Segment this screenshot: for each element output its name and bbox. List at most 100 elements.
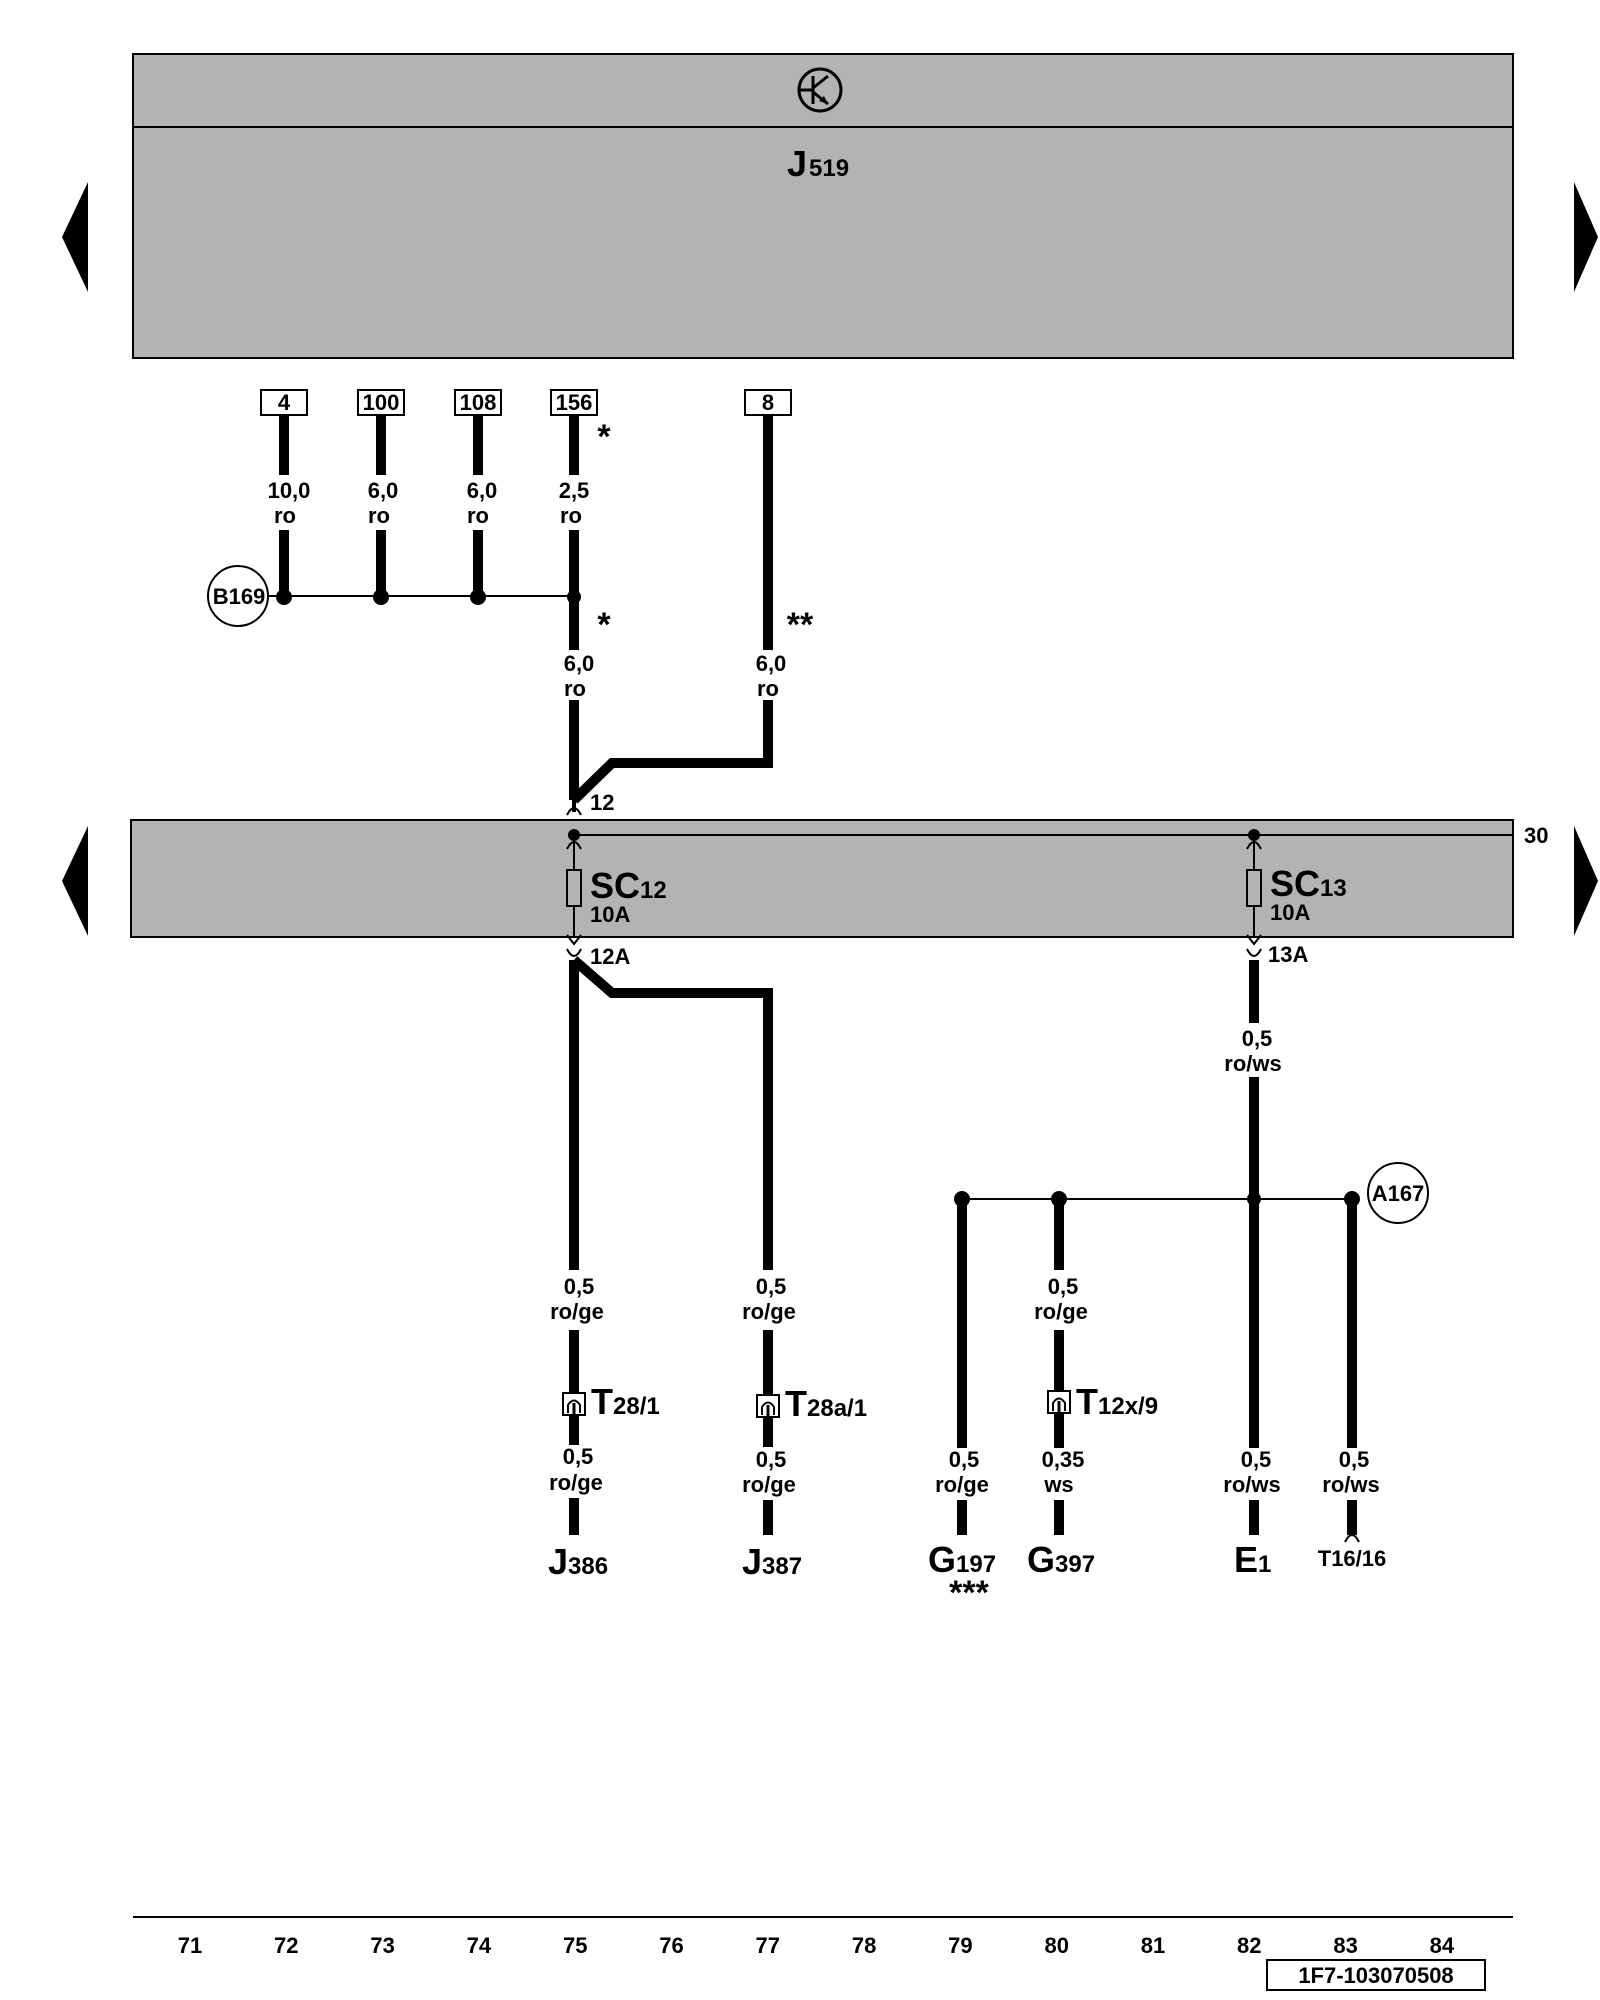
connector-t16-pin-icon (1344, 1534, 1360, 1543)
pin-108: 108 (454, 389, 502, 416)
transistor-icon (797, 67, 843, 113)
svg-text:2,5: 2,5 (559, 478, 590, 503)
svg-text:0,5: 0,5 (564, 1274, 595, 1299)
scale-number: 71 (178, 1933, 202, 1958)
connector-t16-16: T16/16 (1318, 1546, 1387, 1571)
svg-text:156: 156 (556, 390, 593, 415)
pin-156: 156 (550, 389, 598, 416)
component-g397: G397 (1027, 1539, 1095, 1580)
svg-text:1F7-103070508: 1F7-103070508 (1298, 1963, 1453, 1988)
fuse-output-12a-label: 12A (590, 944, 630, 969)
wire-pin4: 10,0 ro (268, 415, 311, 597)
component-e1: E1 (1234, 1539, 1271, 1580)
wire-sc12-to-t28: 0,5 ro/ge (550, 960, 604, 1395)
fuse-box: 30 SC12 10A SC13 10A (130, 800, 1548, 957)
scale-number: 77 (756, 1933, 780, 1958)
fuse-output-13a-label: 13A (1268, 942, 1308, 967)
svg-text:10A: 10A (1270, 900, 1310, 925)
svg-text:SC13: SC13 (1270, 863, 1347, 904)
wire-t28a-to-j387: 0,5 ro/ge (742, 1417, 796, 1535)
svg-text:8: 8 (762, 390, 774, 415)
scale-number: 72 (274, 1933, 298, 1958)
svg-text:ro/ws: ro/ws (1322, 1472, 1379, 1497)
scale-number: 73 (370, 1933, 394, 1958)
footnote-star: * (597, 606, 611, 644)
pin-8: 8 (744, 389, 792, 416)
wire-t28-to-j386: 0,5 ro/ge (549, 1415, 603, 1535)
svg-text:ro: ro (564, 676, 586, 701)
svg-text:ro/ge: ro/ge (742, 1299, 796, 1324)
svg-text:0,5: 0,5 (563, 1444, 594, 1469)
prev-page-arrow-top[interactable] (62, 182, 88, 292)
splice-a167: A167 (954, 1162, 1429, 1224)
wire-sc12-to-t28a: 0,5 ro/ge (570, 956, 796, 1395)
connector-t28-1: T28/1 (562, 1381, 660, 1422)
scale-number: 84 (1430, 1933, 1455, 1958)
module-j519: J519 (132, 53, 1514, 359)
svg-text:ro/ws: ro/ws (1223, 1472, 1280, 1497)
svg-text:B169: B169 (213, 584, 266, 609)
scale-number: 80 (1044, 1933, 1068, 1958)
svg-text:10A: 10A (590, 902, 630, 927)
next-page-arrow-top[interactable] (1574, 182, 1598, 292)
pin-100: 100 (357, 389, 405, 416)
svg-text:6,0: 6,0 (756, 651, 787, 676)
svg-text:100: 100 (363, 390, 400, 415)
component-g197: G197 (928, 1539, 996, 1580)
wire-a167-to-t16: 0,5 ro/ws (1322, 1199, 1380, 1535)
svg-text:T28/1: T28/1 (591, 1381, 660, 1422)
scale-number: 75 (563, 1933, 587, 1958)
fuse-sc13: SC13 10A (1246, 835, 1347, 957)
svg-text:6,0: 6,0 (467, 478, 498, 503)
scale-number: 82 (1237, 1933, 1261, 1958)
svg-text:ro: ro (560, 503, 582, 528)
wire-sc13: 0,5 ro/ws (1224, 960, 1282, 1200)
svg-text:A167: A167 (1372, 1181, 1425, 1206)
svg-text:ro/ge: ro/ge (935, 1472, 989, 1497)
svg-text:108: 108 (460, 390, 497, 415)
svg-text:0,5: 0,5 (1242, 1026, 1273, 1051)
wire-a167-to-e1: 0,5 ro/ws (1223, 1200, 1281, 1535)
svg-text:ro/ge: ro/ge (742, 1472, 796, 1497)
scale-number: 78 (852, 1933, 876, 1958)
connector-t12x-9: T12x/9 (1047, 1381, 1158, 1422)
svg-text:0,5: 0,5 (756, 1274, 787, 1299)
svg-text:0,5: 0,5 (1048, 1274, 1079, 1299)
svg-text:ro/ge: ro/ge (549, 1470, 603, 1495)
svg-text:ws: ws (1043, 1472, 1073, 1497)
scale-number: 74 (467, 1933, 492, 1958)
footnote-star: * (597, 418, 611, 456)
svg-text:ro: ro (467, 503, 489, 528)
footnote-double-star: ** (787, 606, 814, 644)
pin-4: 4 (260, 389, 308, 416)
svg-text:6,0: 6,0 (368, 478, 399, 503)
svg-text:4: 4 (278, 390, 291, 415)
wire-pin8: 6,0 ro (570, 415, 787, 804)
svg-text:ro: ro (368, 503, 390, 528)
connector-t28a-1: T28a/1 (756, 1383, 867, 1424)
wire-pin156: 2,5 ro (559, 415, 590, 597)
footnote-triple-star: *** (949, 1574, 989, 1612)
module-j519-label: J519 (787, 143, 849, 184)
svg-text:T28a/1: T28a/1 (785, 1383, 867, 1424)
next-page-arrow-mid[interactable] (1574, 826, 1598, 936)
wire-a167-to-t12x: 0,5 ro/ge (1034, 1199, 1088, 1393)
svg-text:ro/ge: ro/ge (550, 1299, 604, 1324)
component-j386: J386 (548, 1541, 608, 1582)
svg-text:0,5: 0,5 (949, 1447, 980, 1472)
prev-page-arrow-mid[interactable] (62, 826, 88, 936)
svg-text:0,5: 0,5 (756, 1447, 787, 1472)
wire-t12x-to-g397: 0,35 ws (1042, 1413, 1084, 1535)
svg-text:ro/ge: ro/ge (1034, 1299, 1088, 1324)
svg-text:ro/ws: ro/ws (1224, 1051, 1281, 1076)
scale-number: 83 (1333, 1933, 1357, 1958)
fuse-sc12: SC12 10A (566, 800, 667, 957)
scale-number: 76 (659, 1933, 683, 1958)
svg-text:6,0: 6,0 (564, 651, 595, 676)
svg-text:0,5: 0,5 (1339, 1447, 1370, 1472)
scale-number: 81 (1141, 1933, 1165, 1958)
svg-text:10,0: 10,0 (268, 478, 311, 503)
scale-number: 79 (948, 1933, 972, 1958)
component-j387: J387 (742, 1541, 802, 1582)
